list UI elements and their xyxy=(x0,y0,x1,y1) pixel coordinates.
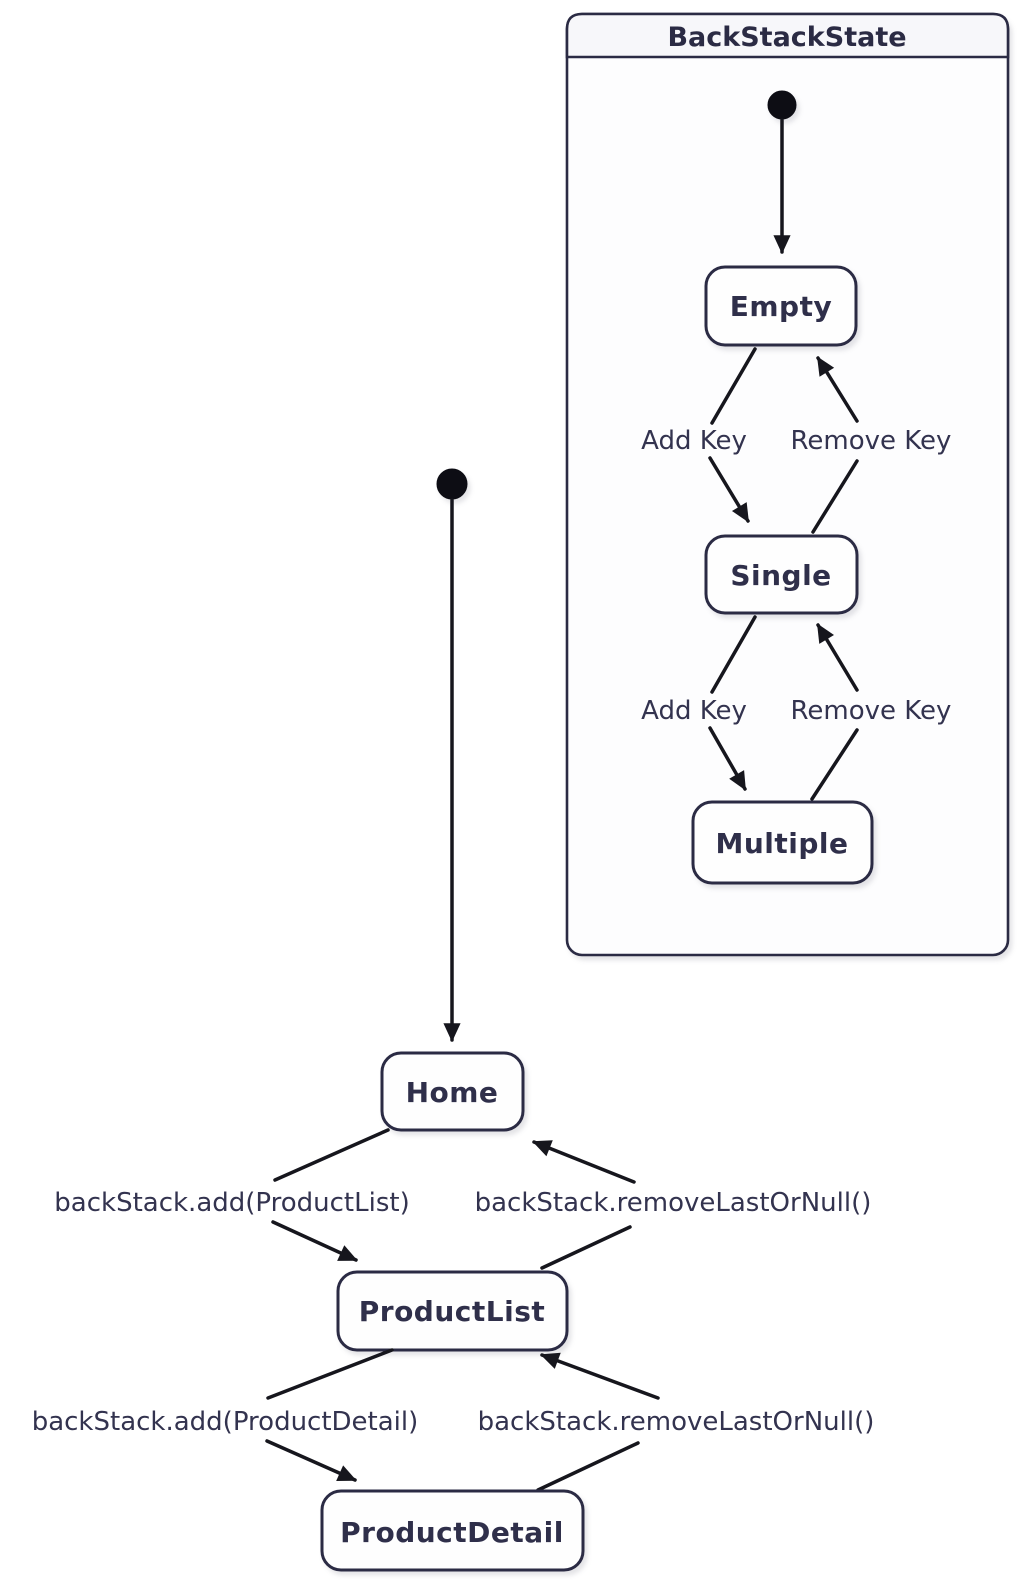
label-backstack-removelast-2: backStack.removeLastOrNull() xyxy=(478,1407,875,1437)
label-backstack-add-productdetail: backStack.add(ProductDetail) xyxy=(32,1407,419,1437)
edge-list-to-detail-tail xyxy=(266,1348,394,1400)
label-backstack-removelast-1: backStack.removeLastOrNull() xyxy=(475,1188,872,1218)
initial-state-dot-backstack xyxy=(767,90,797,120)
edge-single-to-multiple-head xyxy=(708,726,747,791)
edge-multiple-to-single-tail xyxy=(810,728,859,801)
edge-empty-to-single-tail xyxy=(710,347,757,425)
initial-state-dot-navigation xyxy=(436,468,468,500)
label-backstack-add-productlist: backStack.add(ProductList) xyxy=(54,1188,409,1218)
edge-list-to-detail-head xyxy=(265,1439,357,1482)
state-home-label: Home xyxy=(406,1076,499,1109)
backstackstate-title: BackStackState xyxy=(667,22,906,53)
state-productdetail-box xyxy=(320,1489,585,1572)
state-single-box xyxy=(704,534,859,615)
label-remove-key-1: Remove Key xyxy=(791,426,952,456)
label-remove-key-2: Remove Key xyxy=(791,696,952,726)
backstackstate-container: BackStackState Empty Add Key Remove Key … xyxy=(565,12,1010,957)
label-add-key-1: Add Key xyxy=(641,426,747,456)
state-empty-box xyxy=(704,265,858,347)
edge-detail-to-list-tail xyxy=(536,1441,640,1492)
label-add-key-2: Add Key xyxy=(641,696,747,726)
state-multiple-label: Multiple xyxy=(715,827,848,860)
edge-single-to-empty-head xyxy=(816,356,859,423)
edge-list-to-home-tail xyxy=(540,1225,632,1270)
edge-home-to-list-tail xyxy=(273,1128,390,1182)
navigation-diagram: Home backStack.add(ProductList) backStac… xyxy=(32,468,875,1572)
state-productdetail-label: ProductDetail xyxy=(340,1516,564,1549)
state-productlist-box xyxy=(336,1270,569,1352)
edge-detail-to-list-head xyxy=(540,1352,660,1400)
edge-empty-to-single-head xyxy=(708,456,750,523)
state-home-box xyxy=(380,1051,525,1132)
state-single-label: Single xyxy=(730,559,831,592)
edge-list-to-home-head xyxy=(532,1140,636,1184)
backstackstate-titlebar xyxy=(565,12,1010,59)
edge-multiple-to-single-head xyxy=(816,623,859,692)
edge-single-to-empty-tail xyxy=(811,459,859,534)
edge-single-to-multiple-tail xyxy=(710,615,757,694)
state-empty-label: Empty xyxy=(730,290,832,323)
state-productlist-label: ProductList xyxy=(359,1295,546,1328)
edge-home-to-list-head xyxy=(271,1220,358,1262)
state-multiple-box xyxy=(691,800,874,885)
